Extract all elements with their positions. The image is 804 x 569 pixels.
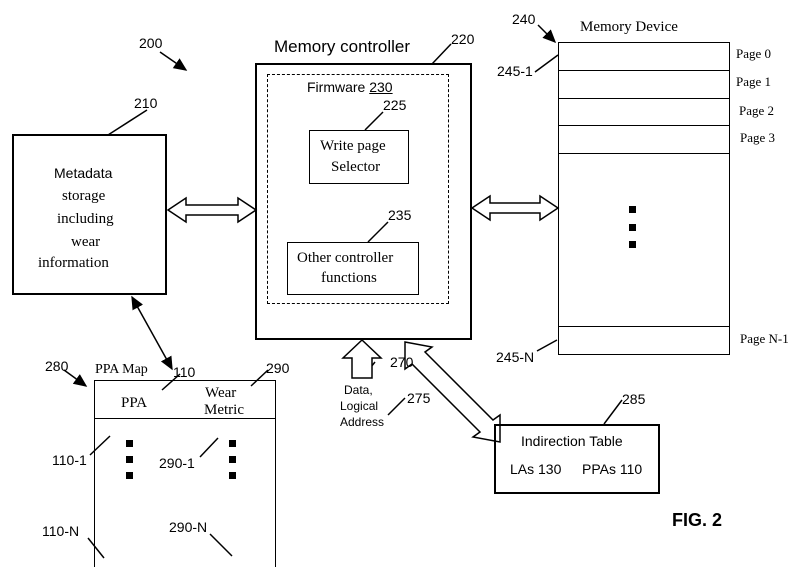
ref-280: 280 (45, 358, 69, 374)
input-line-2: Logical (340, 399, 379, 413)
double-arrow-controller-indirection (404, 341, 501, 443)
page-divider (559, 98, 729, 99)
ellipsis-dot (126, 472, 133, 479)
ref-200: 200 (139, 35, 163, 51)
ellipsis-dot (629, 206, 636, 213)
page-divider (559, 125, 729, 126)
metadata-line-1: Metadata (54, 165, 113, 181)
write-selector-line-2: Selector (331, 159, 381, 175)
metadata-line-4: wear (71, 234, 101, 250)
metadata-line-2: storage (62, 188, 106, 204)
memory-device-title: Memory Device (580, 19, 678, 35)
ref-220: 220 (451, 31, 475, 47)
ref-110: 110 (173, 364, 196, 380)
ref-235: 235 (388, 207, 412, 223)
page-n-1-label: Page N-1 (740, 331, 789, 346)
write-selector-line-1: Write page (320, 138, 386, 154)
leader-235 (367, 221, 389, 243)
ref-110-N: 110-N (42, 523, 80, 539)
wear-column-header-line-1: Wear (205, 385, 237, 401)
indirection-las: LAs 130 (510, 461, 562, 477)
leader-285 (603, 399, 623, 425)
indirection-table-box: Indirection Table LAs 130 PPAs 110 (494, 424, 660, 494)
leader-290-N (209, 533, 233, 557)
ref-285: 285 (622, 391, 646, 407)
input-line-1: Data, (344, 383, 373, 397)
ref-110-1: 110-1 (52, 452, 87, 468)
ref-270: 270 (390, 354, 414, 370)
metadata-line-3: including (57, 211, 114, 227)
firmware-ref: 230 (369, 79, 393, 95)
leader-280 (63, 369, 88, 387)
double-arrow-controller-memory (470, 194, 560, 222)
leader-110-N (87, 537, 105, 559)
leader-220 (431, 43, 452, 65)
leader-290 (250, 369, 269, 387)
ellipsis-dot (229, 472, 236, 479)
firmware-boundary (267, 74, 449, 304)
ellipsis-dot (629, 241, 636, 248)
firmware-label: Firmware 230 (307, 80, 393, 94)
ref-245-N: 245-N (496, 349, 535, 365)
other-functions-line-1: Other controller (297, 250, 394, 266)
ref-210: 210 (134, 95, 158, 111)
ppa-map-box: PPA Wear Metric (94, 380, 276, 567)
controller-title: Memory controller (274, 37, 411, 56)
ellipsis-dot (629, 224, 636, 231)
ref-290-1: 290-1 (159, 455, 195, 471)
ppa-map-header-divider (95, 418, 275, 419)
leader-240 (537, 24, 557, 44)
page-divider (559, 326, 729, 327)
page-divider (559, 153, 729, 154)
metadata-storage-box: Metadata storage including wear informat… (12, 134, 167, 295)
page-1-label: Page 1 (736, 74, 772, 89)
page-2-label: Page 2 (739, 103, 775, 118)
leader-245-N (536, 339, 558, 352)
leader-200 (159, 51, 188, 71)
other-functions-line-2: functions (321, 270, 377, 286)
firmware-text: Firmware (307, 79, 366, 95)
page-3-label: Page 3 (740, 130, 776, 145)
ref-290: 290 (266, 360, 290, 376)
double-line-metadata-ppa (131, 295, 173, 371)
metadata-line-5: information (38, 255, 109, 271)
ref-245-1: 245-1 (497, 63, 533, 79)
ppa-column-header: PPA (121, 395, 148, 411)
leader-290-1 (199, 437, 219, 458)
ppa-map-title: PPA Map (95, 362, 148, 377)
double-arrow-metadata-controller (166, 196, 258, 224)
write-page-selector-box: Write page Selector (309, 130, 409, 184)
leader-110 (161, 373, 181, 391)
input-line-3: Address (340, 415, 385, 429)
indirection-title: Indirection Table (521, 433, 623, 449)
other-controller-functions-box: Other controller functions (287, 242, 419, 295)
indirection-ppas: PPAs 110 (582, 461, 643, 477)
ref-275: 275 (407, 390, 431, 406)
ref-240: 240 (512, 11, 536, 27)
leader-225 (364, 111, 384, 131)
ellipsis-dot (229, 440, 236, 447)
page-0-label: Page 0 (736, 46, 772, 61)
page-divider (559, 70, 729, 71)
leader-110-1 (89, 435, 111, 456)
leader-245-1 (534, 54, 559, 73)
ellipsis-dot (126, 440, 133, 447)
figure-label: FIG. 2 (672, 510, 723, 530)
ref-225: 225 (383, 97, 407, 113)
ref-290-N: 290-N (169, 519, 208, 535)
memory-device-box (558, 42, 730, 355)
leader-275 (387, 397, 406, 416)
ellipsis-dot (126, 456, 133, 463)
memory-controller-box (255, 63, 472, 340)
wear-column-header-line-2: Metric (204, 402, 244, 418)
input-up-arrow (341, 338, 383, 379)
leader-210 (107, 109, 148, 136)
ellipsis-dot (229, 456, 236, 463)
